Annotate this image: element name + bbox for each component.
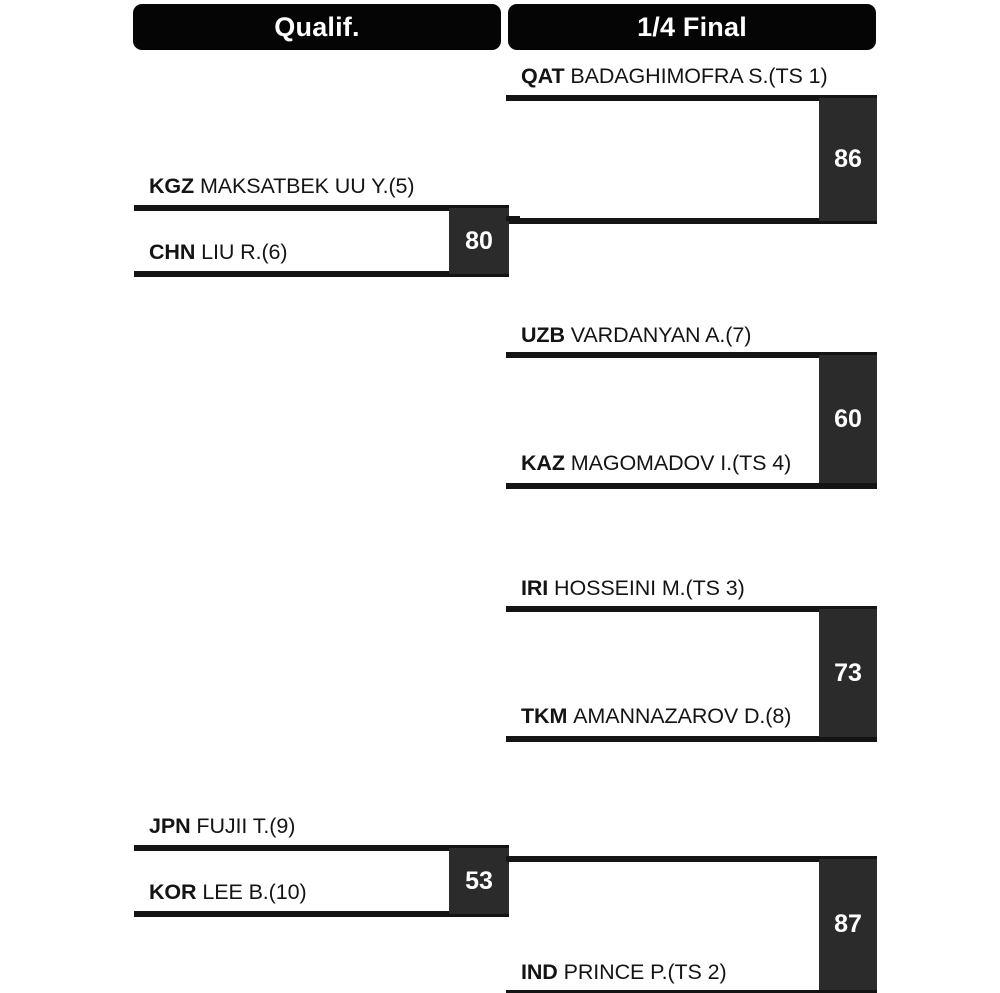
competitor-label: IND PRINCE P.(TS 2) — [521, 960, 727, 985]
competitor-athlete: PRINCE P.(TS 2) — [563, 960, 727, 984]
match-line-top — [506, 606, 877, 612]
competitor-athlete: BADAGHIMOFRA S.(TS 1) — [570, 64, 828, 88]
competitor-athlete: MAKSATBEK UU Y.(5) — [199, 174, 415, 198]
match-line-top — [134, 205, 509, 211]
competitor-athlete: MAGOMADOV I.(TS 4) — [570, 451, 792, 475]
match-line-top — [506, 352, 877, 358]
bracket-connector — [506, 216, 520, 221]
competitor-noc: KGZ — [149, 174, 200, 198]
score-box: 86 — [819, 98, 877, 221]
competitor-noc: TKM — [521, 704, 574, 728]
competitor-athlete: AMANNAZAROV D.(8) — [573, 704, 792, 728]
competitor-label: KAZ MAGOMADOV I.(TS 4) — [521, 451, 791, 476]
match-line-bottom — [506, 483, 877, 489]
round-header-quarter-final: 1/4 Final — [508, 4, 876, 50]
competitor-label: UZB VARDANYAN A.(7) — [521, 323, 751, 348]
competitor-noc: UZB — [521, 323, 571, 347]
match-line-bottom — [506, 990, 877, 993]
score-box: 80 — [449, 208, 509, 274]
competitor-athlete: FUJII T.(9) — [196, 814, 296, 838]
competitor-athlete: VARDANYAN A.(7) — [570, 323, 752, 347]
competitor-noc: KAZ — [521, 451, 571, 475]
score-box: 60 — [819, 355, 877, 483]
competitor-athlete: HOSSEINI M.(TS 3) — [554, 576, 745, 600]
competitor-noc: CHN — [149, 240, 202, 264]
match-line-bottom — [506, 736, 877, 742]
competitor-label: KOR LEE B.(10) — [149, 880, 307, 905]
competitor-noc: JPN — [149, 814, 197, 838]
competitor-label: TKM AMANNAZAROV D.(8) — [521, 704, 791, 729]
competitor-noc: IND — [521, 960, 564, 984]
competitor-label: IRI HOSSEINI M.(TS 3) — [521, 576, 745, 601]
competitor-label: CHN LIU R.(6) — [149, 240, 288, 265]
competitor-noc: QAT — [521, 64, 571, 88]
round-header-qualif: Qualif. — [133, 4, 501, 50]
score-box: 53 — [449, 848, 509, 914]
score-box: 87 — [819, 859, 877, 990]
competitor-label: QAT BADAGHIMOFRA S.(TS 1) — [521, 64, 828, 89]
competitor-label: JPN FUJII T.(9) — [149, 814, 295, 839]
competitor-athlete: LIU R.(6) — [201, 240, 288, 264]
match-line-bottom — [134, 911, 509, 917]
match-line-bottom — [134, 271, 509, 277]
score-box: 73 — [819, 609, 877, 737]
competitor-athlete: LEE B.(10) — [202, 880, 307, 904]
match-line-top — [506, 95, 877, 101]
competitor-label: KGZ MAKSATBEK UU Y.(5) — [149, 174, 415, 199]
competitor-noc: KOR — [149, 880, 203, 904]
competitor-noc: IRI — [521, 576, 555, 600]
match-line-top — [134, 845, 509, 851]
match-line-top — [506, 856, 877, 862]
match-line-bottom — [506, 218, 877, 224]
